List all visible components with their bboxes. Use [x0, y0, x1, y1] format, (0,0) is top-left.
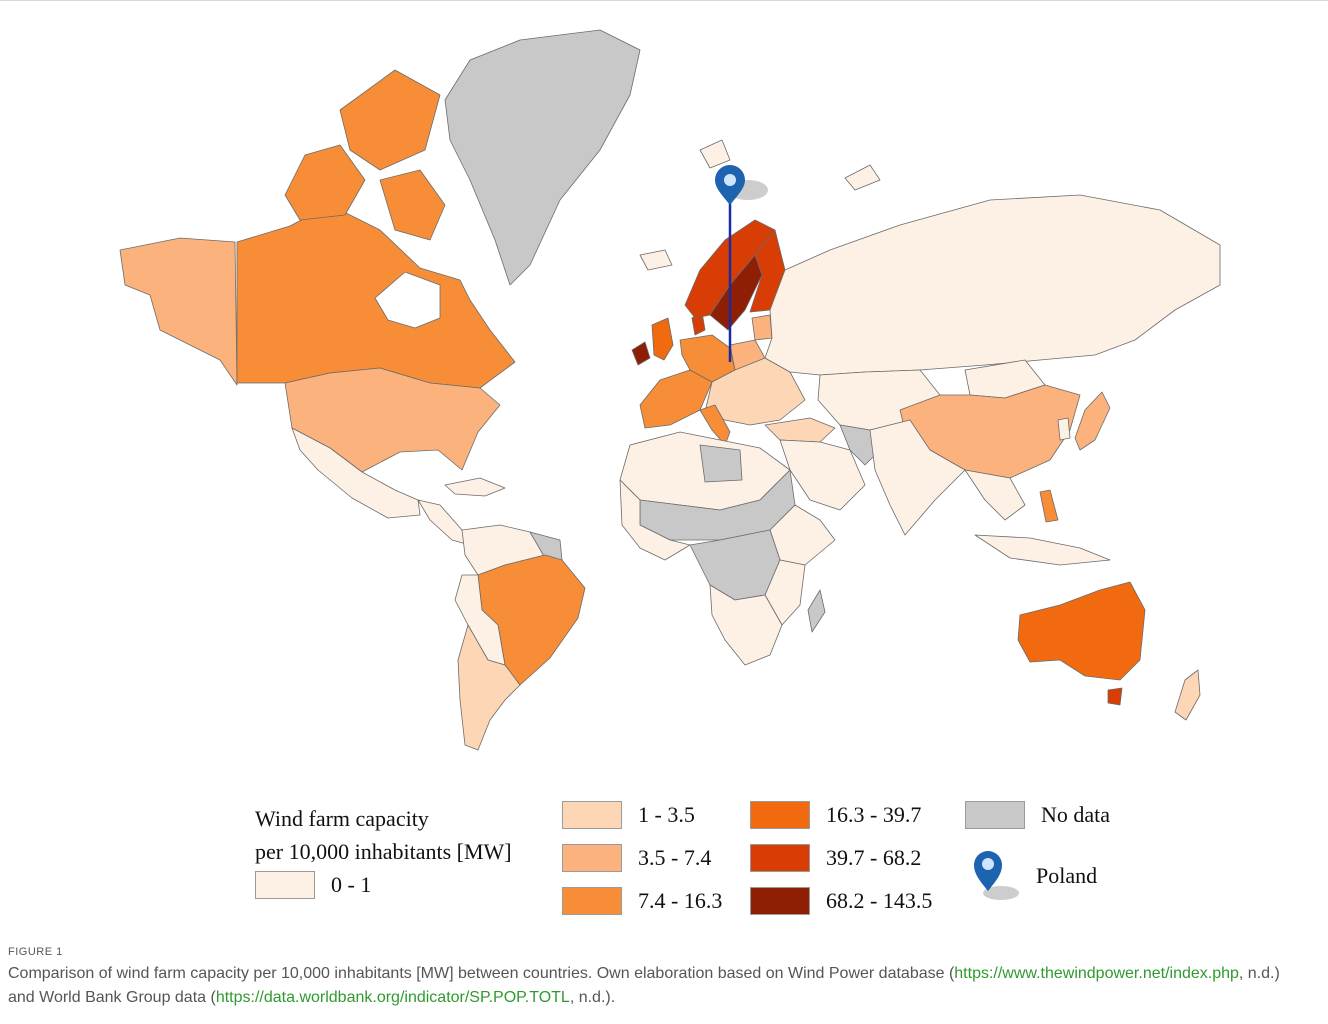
country-madagascar	[807, 589, 826, 633]
caption-text-1: Comparison of wind farm capacity per 10,…	[8, 965, 955, 982]
country-libya	[699, 444, 743, 483]
legend-label-poland: Poland	[1036, 863, 1098, 888]
country-arctic-islands-2	[339, 69, 441, 171]
country-central-africa	[689, 529, 781, 601]
legend-swatch	[562, 844, 622, 872]
country-philippines	[1039, 489, 1059, 523]
country-caribbean	[444, 477, 506, 497]
legend-title: Wind farm capacity per 10,000 inhabitant…	[255, 802, 512, 868]
legend-swatch	[562, 887, 622, 915]
country-canada	[236, 204, 516, 389]
country-southeast-asia	[964, 469, 1026, 521]
legend-item-39.7-68.2: 39.7 - 68.2	[750, 843, 921, 873]
country-russia	[764, 194, 1221, 376]
island-svalbard	[699, 139, 731, 169]
legend-label: 39.7 - 68.2	[826, 845, 922, 870]
legend-map-pin-icon	[974, 851, 1019, 900]
legend-label: 7.4 - 16.3	[638, 888, 723, 913]
map-pin-icon	[715, 165, 745, 205]
figure-caption: Comparison of wind farm capacity per 10,…	[8, 962, 1308, 1010]
country-indonesia	[974, 534, 1111, 566]
caption-text-2: , n.d.) and World Bank Group data (	[8, 965, 1280, 1006]
caption-link-windpower[interactable]: https://www.thewindpower.net/index.php	[954, 965, 1239, 982]
caption-text-3: , n.d.).	[569, 989, 616, 1006]
country-mexico	[291, 427, 421, 519]
country-iceland	[639, 249, 673, 271]
legend-item-3.5-7.4: 3.5 - 7.4	[562, 843, 711, 873]
country-ireland	[631, 341, 651, 366]
world-map	[119, 29, 1221, 751]
legend-label: 1 - 3.5	[638, 802, 695, 827]
country-new-zealand	[1174, 669, 1201, 721]
country-central-america	[417, 499, 471, 546]
legend-label: 68.2 - 143.5	[826, 888, 933, 913]
caption-link-worldbank[interactable]: https://data.worldbank.org/indicator/SP.…	[215, 989, 570, 1006]
legend-label: 0 - 1	[331, 872, 372, 897]
country-argentina-chile	[457, 624, 521, 751]
legend-swatch	[750, 801, 810, 829]
legend-item-68.2-143.5: 68.2 - 143.5	[750, 886, 932, 916]
country-greenland	[444, 29, 641, 286]
legend-swatch	[750, 844, 810, 872]
legend-label: 3.5 - 7.4	[638, 845, 712, 870]
country-alaska	[119, 237, 238, 386]
legend-item-1-3.5: 1 - 3.5	[562, 800, 695, 830]
legend-item-poland-marker: Poland	[966, 841, 1136, 901]
legend-item-no-data: No data	[965, 800, 1110, 830]
country-arctic-islands-1	[284, 144, 366, 221]
country-southern-africa	[709, 584, 783, 666]
country-arctic-islands-3	[379, 169, 446, 241]
legend-label: No data	[1041, 802, 1111, 827]
legend-title-line-1: Wind farm capacity	[255, 806, 429, 831]
figure-label: FIGURE 1	[8, 946, 63, 958]
country-western-europe	[639, 369, 713, 429]
legend-title-line-2: per 10,000 inhabitants [MW]	[255, 839, 512, 864]
country-korea	[1057, 417, 1071, 441]
country-middle-east	[779, 439, 866, 511]
top-divider	[0, 0, 1328, 1]
legend-item-0-1: 0 - 1	[255, 870, 371, 900]
country-japan	[1074, 391, 1111, 451]
island-novaya-zemlya	[844, 164, 881, 191]
country-iran-afghanistan	[839, 424, 881, 466]
country-tasmania	[1107, 687, 1123, 706]
country-india	[869, 419, 966, 536]
country-australia	[1017, 581, 1146, 681]
world-map-svg	[119, 29, 1221, 751]
country-uk	[651, 317, 674, 361]
legend-item-16.3-39.7: 16.3 - 39.7	[750, 800, 921, 830]
country-italy	[699, 404, 731, 446]
country-turkey	[764, 417, 836, 443]
country-baltics	[751, 314, 773, 341]
legend-label: 16.3 - 39.7	[826, 802, 922, 827]
legend-item-7.4-16.3: 7.4 - 16.3	[562, 886, 722, 916]
hudson-bay	[374, 271, 441, 329]
legend-swatch	[750, 887, 810, 915]
legend-swatch	[965, 801, 1025, 829]
legend-swatch	[562, 801, 622, 829]
legend-swatch	[255, 871, 315, 899]
